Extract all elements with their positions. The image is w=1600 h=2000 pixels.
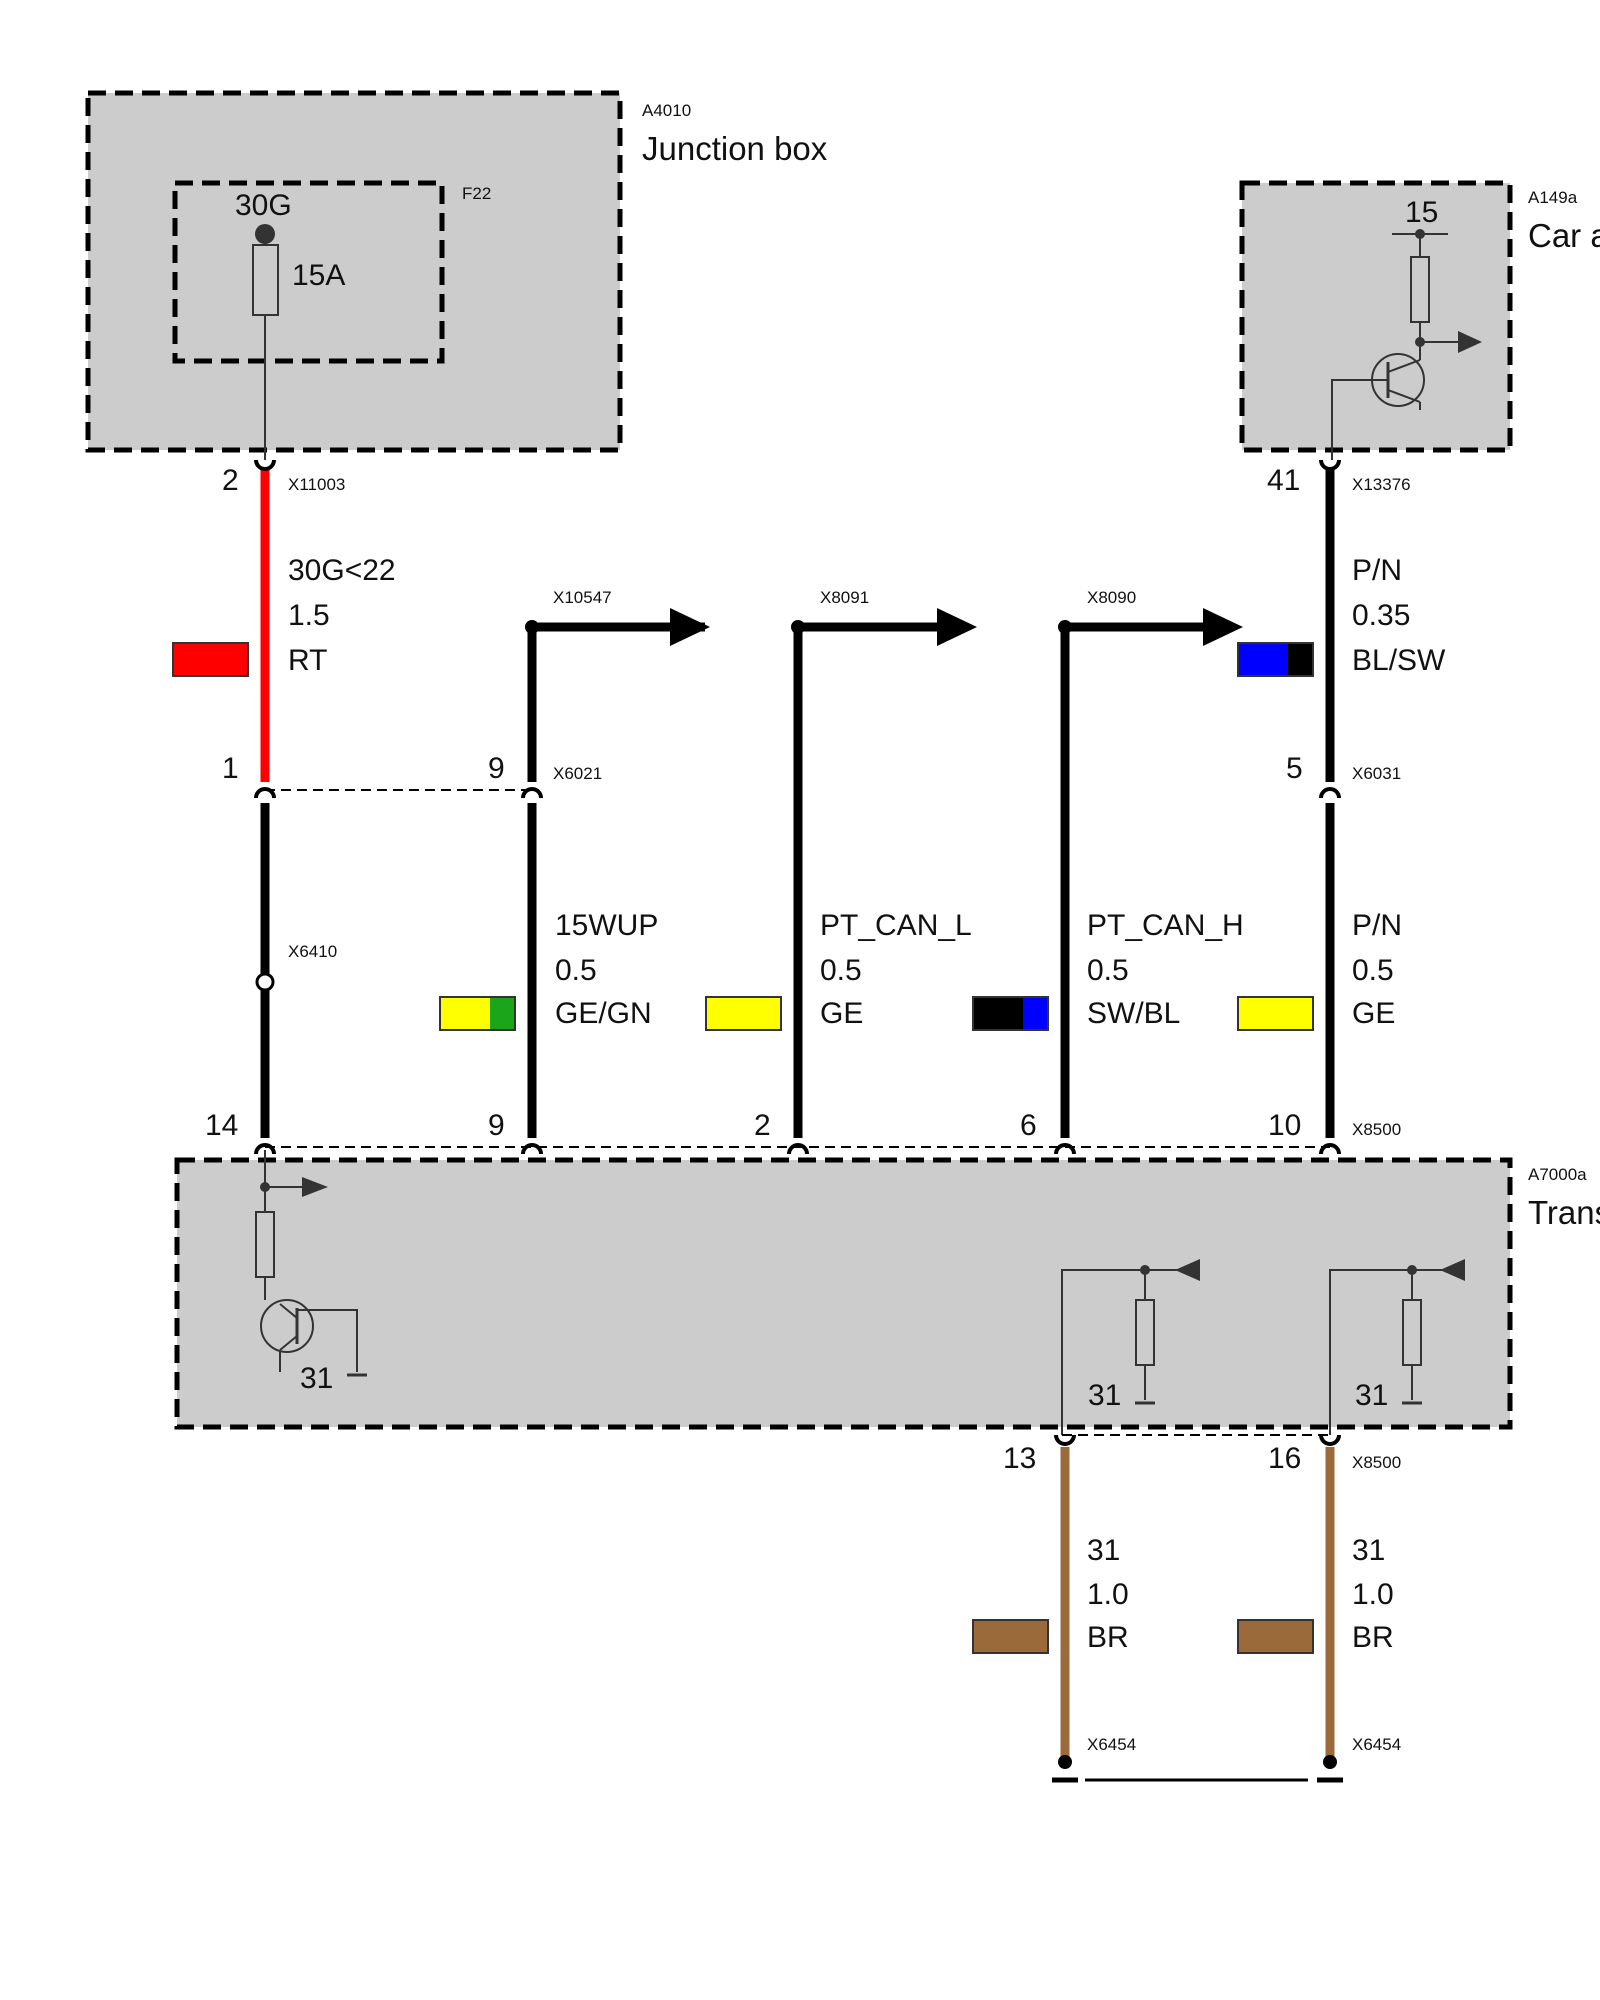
- wire-label-ground-left: 31 1.0 BR: [1087, 1534, 1129, 1654]
- connector-label: X6031: [1352, 764, 1401, 783]
- wire-label-pt-can-h: PT_CAN_H 0.5 SW/BL: [1087, 909, 1244, 1030]
- wire-label-pn-lower: P/N 0.5 GE: [1352, 909, 1402, 1030]
- transistor-icon: [260, 1299, 314, 1353]
- connector-label: X6454: [1087, 1735, 1136, 1754]
- ground-label-mid: 31: [1088, 1379, 1121, 1412]
- connector-label: X8090: [1087, 588, 1136, 607]
- wire-color-swatch-brown: [1237, 1619, 1314, 1654]
- pin-number: 1: [222, 752, 239, 785]
- signal-arrow-icon: [1440, 1259, 1465, 1281]
- svg-text:31: 31: [1352, 1534, 1385, 1567]
- pin-number: 14: [205, 1109, 238, 1142]
- svg-text:31: 31: [1087, 1534, 1120, 1567]
- wire-color-swatch-yellow-green: [439, 996, 516, 1031]
- wire-label-15wup: 15WUP 0.5 GE/GN: [555, 909, 658, 1030]
- wire-color-swatch-red: [172, 642, 249, 677]
- connector-label: X11003: [288, 475, 345, 494]
- transmission-id: A7000a: [1528, 1165, 1587, 1184]
- wire-label-30g: 30G<22 1.5 RT: [288, 554, 396, 677]
- svg-text:0.5: 0.5: [1352, 954, 1394, 987]
- pin-number: 41: [1267, 464, 1300, 497]
- pin-number: 6: [1020, 1109, 1037, 1142]
- transmission-module: A7000a Trans 31 31 31: [174, 1150, 1600, 1435]
- wire-label-pn-upper: P/N 0.35 BL/SW: [1352, 554, 1446, 677]
- pin-number: 2: [754, 1109, 771, 1142]
- connector-label: X8500: [1352, 1453, 1401, 1472]
- connector-label: X8091: [820, 588, 869, 607]
- connector-label: X10547: [553, 588, 612, 607]
- car-access-supply: 15: [1405, 196, 1438, 229]
- wire-color-swatch-yellow: [1237, 996, 1314, 1031]
- svg-text:0.5: 0.5: [555, 954, 597, 987]
- svg-text:PT_CAN_H: PT_CAN_H: [1087, 909, 1244, 942]
- resistor-icon: [1402, 1299, 1422, 1366]
- resistor-icon: [1135, 1299, 1155, 1366]
- pin-number: 5: [1286, 752, 1303, 785]
- car-access-id: A149a: [1528, 188, 1578, 207]
- svg-text:PT_CAN_L: PT_CAN_L: [820, 909, 972, 942]
- wire-color-swatch-brown: [972, 1619, 1049, 1654]
- svg-text:BL/SW: BL/SW: [1352, 644, 1446, 677]
- svg-text:GE: GE: [820, 997, 863, 1030]
- svg-text:0.35: 0.35: [1352, 599, 1410, 632]
- connector-label: X8500: [1352, 1120, 1401, 1139]
- svg-text:BR: BR: [1352, 1621, 1394, 1654]
- svg-text:0.5: 0.5: [1087, 954, 1129, 987]
- signal-arrow-icon: [1458, 331, 1482, 353]
- svg-text:1.0: 1.0: [1087, 1578, 1129, 1611]
- pin-number: 9: [488, 1109, 505, 1142]
- wire-color-swatch-black-blue: [972, 996, 1049, 1031]
- ground-label-left: 31: [300, 1362, 333, 1395]
- fuse-id: F22: [462, 184, 491, 203]
- fuse-rating: 15A: [292, 259, 345, 292]
- pin-number: 13: [1003, 1442, 1036, 1475]
- svg-text:GE/GN: GE/GN: [555, 997, 652, 1030]
- wire-label-pt-can-l: PT_CAN_L 0.5 GE: [820, 909, 972, 1030]
- pin-number: 16: [1268, 1442, 1301, 1475]
- connector-terminals: [254, 459, 1341, 1446]
- svg-text:P/N: P/N: [1352, 909, 1402, 942]
- svg-text:0.5: 0.5: [820, 954, 862, 987]
- svg-text:BR: BR: [1087, 1621, 1129, 1654]
- splice-icon: [255, 972, 275, 992]
- junction-box-id: A4010: [642, 101, 691, 120]
- fuse-icon: [252, 244, 279, 316]
- resistor-icon: [255, 1211, 275, 1278]
- transmission-name: Trans: [1528, 1194, 1600, 1231]
- signal-arrow-icon: [302, 1177, 328, 1197]
- wire-color-swatch-blue-black: [1237, 642, 1314, 677]
- junction-box-module: A4010 Junction box F22 30G 15A: [85, 90, 828, 460]
- pin-number: 10: [1268, 1109, 1301, 1142]
- wire-label-ground-right: 31 1.0 BR: [1352, 1534, 1394, 1654]
- wire-color-swatch-yellow: [705, 996, 782, 1031]
- svg-text:P/N: P/N: [1352, 554, 1402, 587]
- resistor-icon: [1410, 256, 1430, 323]
- pin-number: 2: [222, 464, 239, 497]
- svg-text:1.0: 1.0: [1352, 1578, 1394, 1611]
- car-access-module: A149a Car a 15: [1239, 180, 1600, 460]
- fuse-terminal: 30G: [235, 189, 292, 222]
- connector-label: X6454: [1352, 1735, 1401, 1754]
- junction-box-name: Junction box: [642, 130, 828, 167]
- connector-label: X6410: [288, 942, 337, 961]
- svg-text:RT: RT: [288, 644, 327, 677]
- car-access-name: Car a: [1528, 217, 1600, 254]
- ground-label-right: 31: [1355, 1379, 1388, 1412]
- connector-label: X6021: [553, 764, 602, 783]
- signal-arrow-icon: [1175, 1259, 1200, 1281]
- svg-text:SW/BL: SW/BL: [1087, 997, 1180, 1030]
- svg-text:GE: GE: [1352, 997, 1395, 1030]
- svg-text:1.5: 1.5: [288, 599, 330, 632]
- svg-text:30G<22: 30G<22: [288, 554, 396, 587]
- pin-number: 9: [488, 752, 505, 785]
- svg-text:15WUP: 15WUP: [555, 909, 658, 942]
- connector-label: X13376: [1352, 475, 1411, 494]
